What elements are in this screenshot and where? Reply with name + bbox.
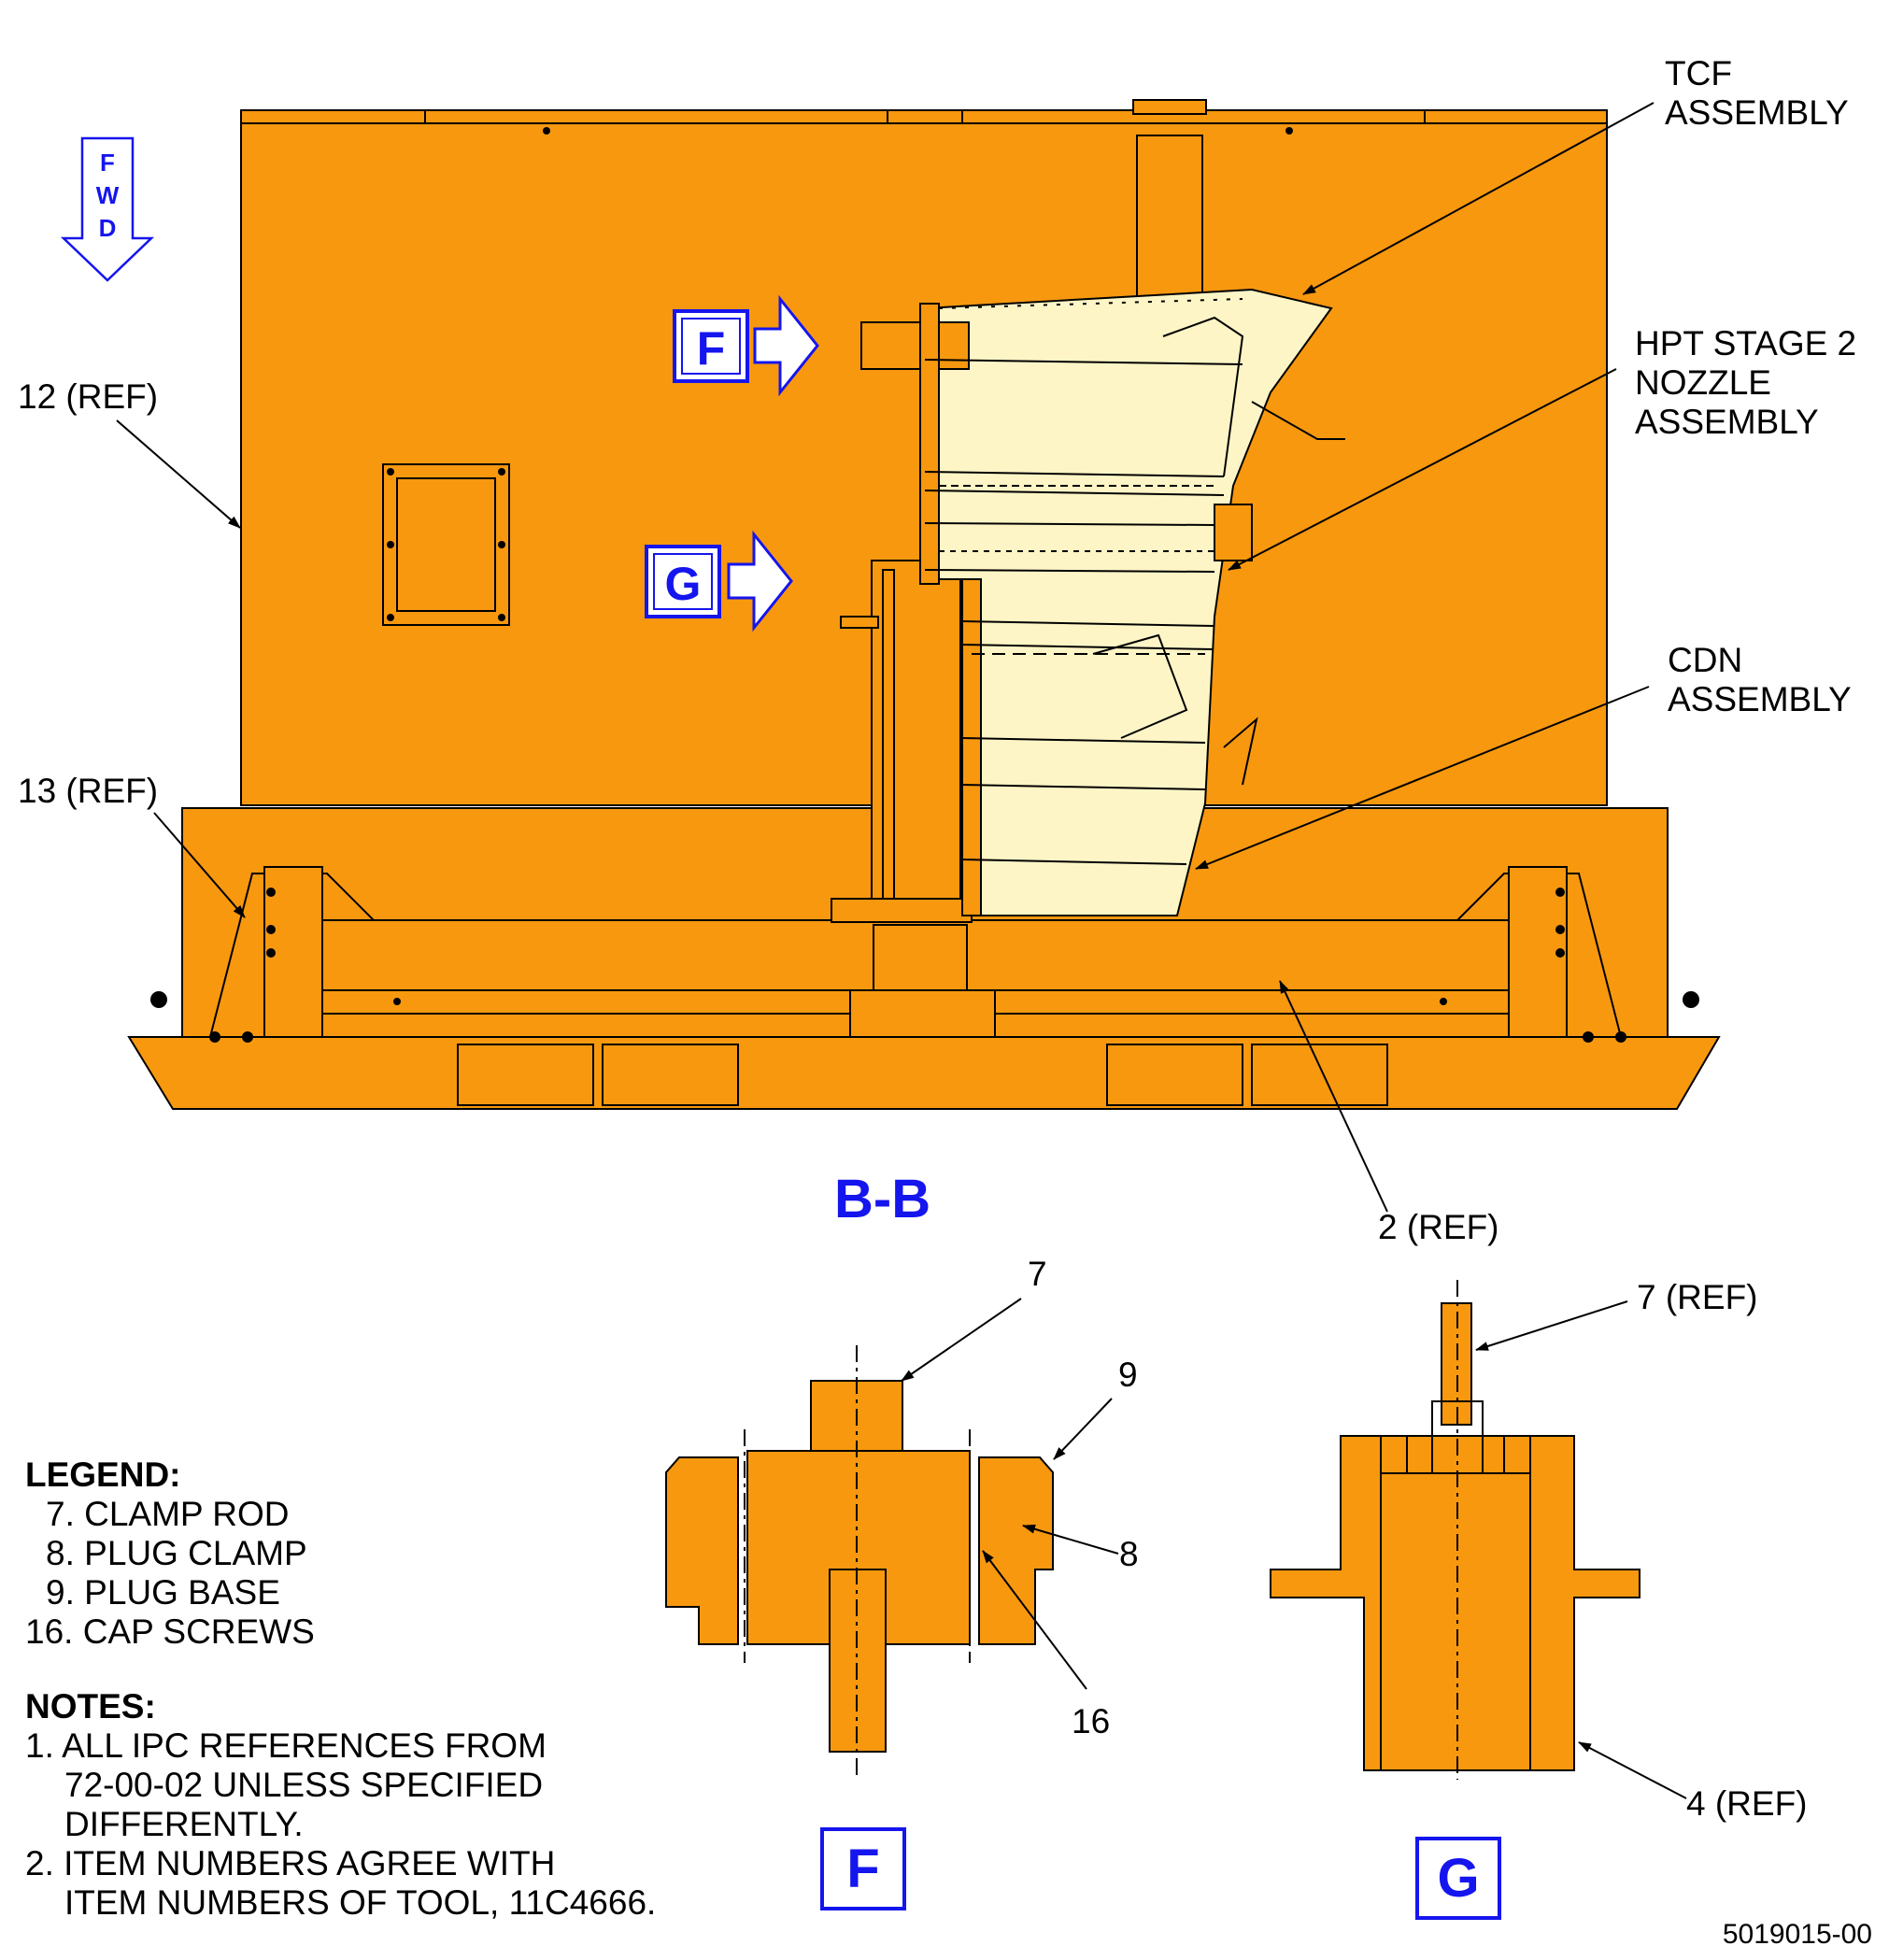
note-2: 2. ITEM NUMBERS AGREE WITH — [25, 1844, 556, 1882]
leader-item7 — [901, 1298, 1022, 1382]
detail-f-drawing — [665, 1380, 1054, 1753]
note-1: 1. ALL IPC REFERENCES FROM — [25, 1726, 547, 1765]
detail-g-letter: G — [1437, 1848, 1479, 1909]
engine-detail-lines — [924, 316, 1345, 865]
fixture-bolts — [150, 127, 1699, 1043]
note-1-line-3: DIFFERENTLY. — [64, 1805, 304, 1843]
legend-item: 7. CLAMP ROD — [46, 1495, 290, 1533]
callout-item-16: 16 — [1072, 1702, 1111, 1740]
leader-tcf — [1302, 102, 1655, 295]
callout-ref-13: 13 (REF) — [18, 772, 159, 810]
detail-f-label-box: F — [820, 1827, 906, 1910]
view-flag-g: G — [645, 530, 793, 632]
leader-hpt — [1228, 368, 1617, 571]
note-2-line-2: ITEM NUMBERS OF TOOL, 11C4666. — [64, 1883, 657, 1922]
leader-ref2 — [1279, 980, 1388, 1213]
leader-cdn — [1195, 686, 1650, 870]
notes-title: NOTES: — [25, 1687, 156, 1726]
leader-ref7 — [1475, 1300, 1628, 1351]
flag-f-letter: F — [697, 322, 726, 375]
fwd-letter-1: F — [100, 149, 115, 177]
view-flag-f: F — [673, 294, 819, 397]
callout-item-9: 9 — [1118, 1356, 1138, 1394]
engine-module — [860, 288, 1333, 916]
flag-g-arrow-icon — [727, 530, 793, 632]
leader-lines-section — [116, 102, 1655, 1213]
leader-lines-detail-g — [1475, 1300, 1687, 1799]
callout-ref-4: 4 (REF) — [1686, 1784, 1808, 1823]
callout-ref-12: 12 (REF) — [18, 377, 159, 416]
callout-tcf-assembly: TCF ASSEMBLY — [1665, 54, 1849, 132]
flag-g-letter: G — [665, 558, 702, 610]
detail-g-drawing — [1270, 1302, 1640, 1771]
callout-ref-2: 2 (REF) — [1378, 1208, 1499, 1246]
detail-g-label-box: G — [1415, 1837, 1501, 1920]
detail-f-letter: F — [846, 1839, 879, 1899]
document-number: 5019015-00 — [1722, 1919, 1872, 1950]
leader-item9 — [1053, 1398, 1113, 1460]
callout-hpt-stage-2-nozzle-assembly: HPT STAGE 2 NOZZLE ASSEMBLY — [1635, 324, 1857, 441]
fwd-arrow-icon — [60, 136, 155, 282]
fwd-letter-3: D — [99, 214, 117, 242]
section-view-title: B-B — [834, 1169, 931, 1229]
legend-title: LEGEND: — [25, 1456, 181, 1494]
fixture-housing — [127, 99, 1721, 1110]
callout-cdn-assembly: CDN ASSEMBLY — [1668, 641, 1852, 718]
legend-item: 9. PLUG BASE — [46, 1573, 280, 1612]
legend-item: 8. PLUG CLAMP — [46, 1534, 307, 1572]
fwd-letter-2: W — [96, 181, 120, 209]
note-1-line-2: 72-00-02 UNLESS SPECIFIED — [64, 1766, 544, 1804]
leader-ref4 — [1578, 1741, 1687, 1799]
callout-item-7: 7 — [1028, 1255, 1047, 1293]
legend: LEGEND: 7. CLAMP ROD 8. PLUG CLAMP 9. PL… — [25, 1456, 315, 1652]
leader-lines-detail-f — [901, 1298, 1119, 1690]
leader-ref13 — [153, 812, 246, 918]
flag-f-arrow-icon — [753, 294, 819, 397]
legend-item: 16. CAP SCREWS — [25, 1612, 315, 1651]
callout-ref-7: 7 (REF) — [1637, 1278, 1758, 1316]
callout-item-8: 8 — [1119, 1535, 1139, 1573]
leader-item8 — [1022, 1524, 1119, 1555]
engine-vanes — [938, 298, 1243, 655]
detail-f-centerlines — [744, 1345, 971, 1780]
leader-item16 — [982, 1550, 1087, 1690]
leader-ref12 — [116, 419, 241, 529]
notes: NOTES: 1. ALL IPC REFERENCES FROM 72-00-… — [25, 1687, 656, 1923]
